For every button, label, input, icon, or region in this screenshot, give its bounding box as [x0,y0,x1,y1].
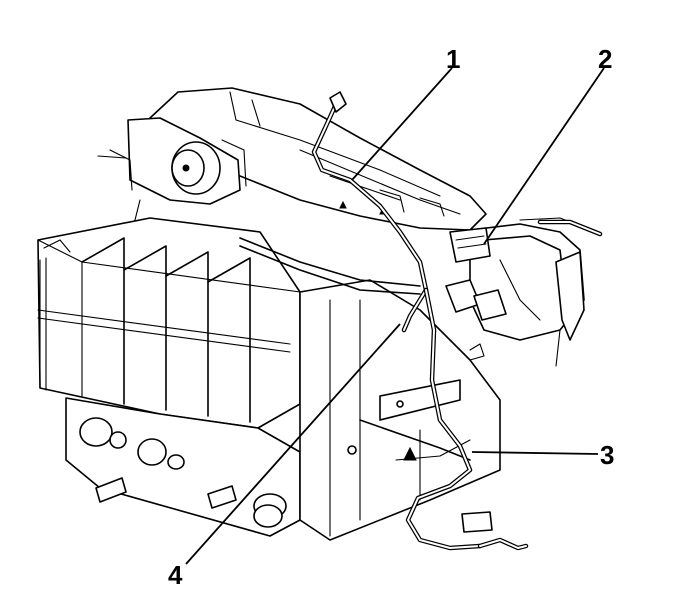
leader-3 [471,451,599,455]
wire-harness [239,91,603,551]
callout-2: 2 [598,44,612,74]
right-housing [299,279,501,541]
leader-1 [351,67,453,181]
callout-1: 1 [446,44,460,74]
leader-2 [483,67,605,245]
right-brackets [445,217,597,367]
actuator-motor [97,117,247,241]
leader-lines [185,67,605,565]
leader-4 [185,323,401,565]
heater-core [37,217,301,429]
callout-3: 3 [600,440,614,470]
top-connector [449,227,491,263]
callouts: 1 2 3 4 [168,44,614,590]
callout-4: 4 [168,560,183,590]
